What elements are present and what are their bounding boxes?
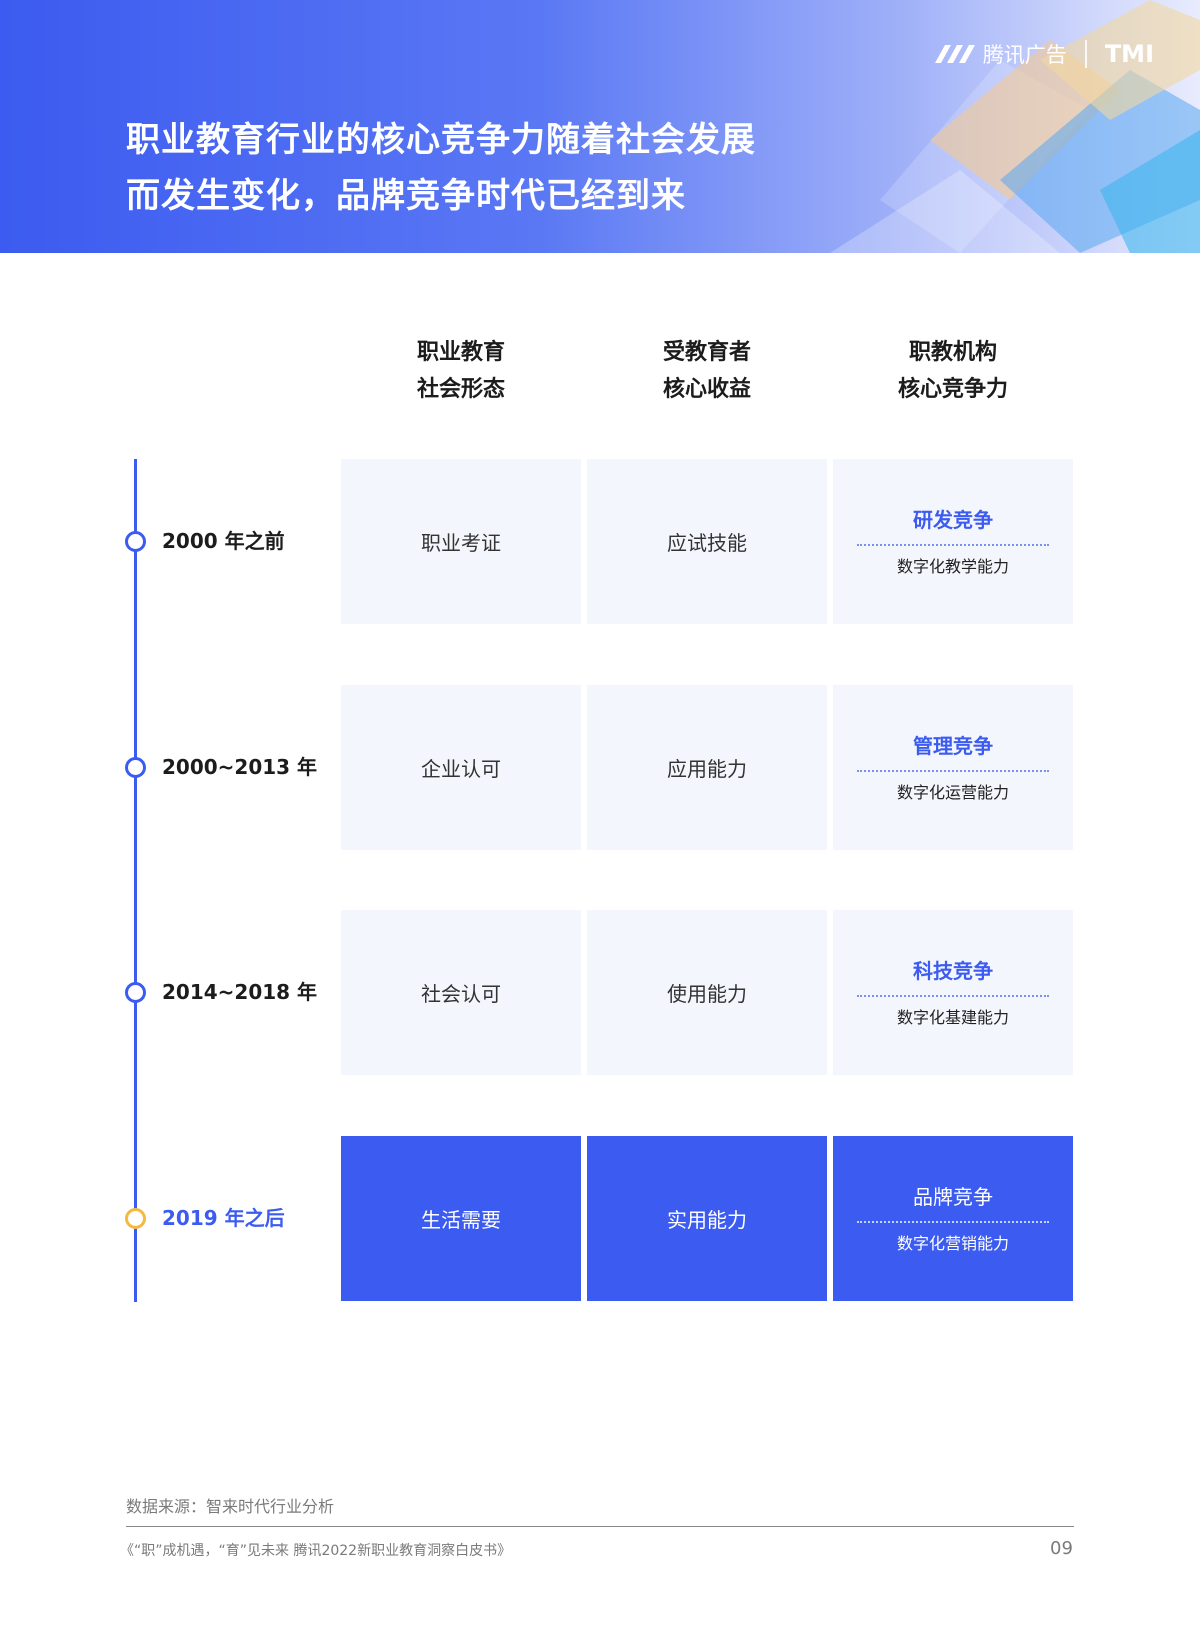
competition-title: 管理竞争 xyxy=(913,733,993,758)
competition-title: 品牌竞争 xyxy=(913,1184,993,1209)
cell-social-form: 社会认可 xyxy=(341,910,581,1075)
tencent-ads-icon xyxy=(934,45,975,63)
cell-benefit: 使用能力 xyxy=(587,910,827,1075)
cell-benefit: 应试技能 xyxy=(587,459,827,624)
banner-decoration xyxy=(830,0,1200,253)
timeline-period-label: 2000 年之前 xyxy=(162,529,285,553)
competition-title: 研发竞争 xyxy=(913,507,993,532)
column-header-social-form: 职业教育 社会形态 xyxy=(341,334,581,408)
page-title-line2: 而发生变化，品牌竞争时代已经到来 xyxy=(126,176,686,216)
cell-competitiveness: 管理竞争 数字化运营能力 xyxy=(833,685,1073,850)
cell-text: 应试技能 xyxy=(667,531,747,555)
cell-text: 企业认可 xyxy=(421,757,501,781)
header-banner: 腾讯广告 TMI 职业教育行业的核心竞争力随着社会发展 而发生变化，品牌竞争时代… xyxy=(0,0,1200,253)
dotted-divider xyxy=(857,1220,1049,1223)
column-header-line1: 职业教育 xyxy=(416,340,505,365)
cell-benefit: 应用能力 xyxy=(587,685,827,850)
column-header-line1: 受教育者 xyxy=(662,340,751,365)
capability-subtitle: 数字化营销能力 xyxy=(896,1233,1009,1253)
dotted-divider xyxy=(857,769,1049,772)
timeline-period-label-current: 2019 年之后 xyxy=(162,1206,285,1230)
timeline-line xyxy=(134,459,137,1302)
timeline-dot xyxy=(125,531,146,552)
capability-subtitle: 数字化教学能力 xyxy=(896,556,1009,576)
column-header-benefit: 受教育者 核心收益 xyxy=(587,334,827,408)
tmi-logo-label: TMI xyxy=(1104,40,1154,68)
cell-competitiveness: 研发竞争 数字化教学能力 xyxy=(833,459,1073,624)
tencent-ads-logo: 腾讯广告 xyxy=(934,39,1067,69)
cell-benefit-current: 实用能力 xyxy=(587,1136,827,1301)
cell-text: 实用能力 xyxy=(667,1208,747,1232)
timeline-dot xyxy=(125,757,146,778)
footer-book-title: 《“职”成机遇，“育”见未来 腾讯2022新职业教育洞察白皮书》 xyxy=(120,1543,512,1559)
cell-text: 社会认可 xyxy=(421,982,501,1006)
data-source-note: 数据来源：智来时代行业分析 xyxy=(126,1497,335,1516)
cell-text: 应用能力 xyxy=(667,757,747,781)
timeline-period-label: 2000~2013 年 xyxy=(162,755,318,779)
cell-text: 使用能力 xyxy=(667,982,747,1006)
tmi-logo: TMI xyxy=(1105,40,1154,68)
column-header-competitiveness: 职教机构 核心竞争力 xyxy=(833,334,1073,408)
cell-competitiveness-current: 品牌竞争 数字化营销能力 xyxy=(833,1136,1073,1301)
cell-text: 职业考证 xyxy=(421,531,501,555)
competition-title: 科技竞争 xyxy=(913,958,993,983)
timeline-dot-current xyxy=(125,1208,146,1229)
column-header-line2: 核心竞争力 xyxy=(897,377,1008,402)
cell-social-form: 企业认可 xyxy=(341,685,581,850)
capability-subtitle: 数字化运营能力 xyxy=(896,782,1009,802)
column-header-line2: 核心收益 xyxy=(662,377,751,402)
page-title-line1: 职业教育行业的核心竞争力随着社会发展 xyxy=(126,120,756,160)
timeline-period-label: 2014~2018 年 xyxy=(162,980,318,1004)
capability-subtitle: 数字化基建能力 xyxy=(896,1007,1009,1027)
dotted-divider xyxy=(857,543,1049,546)
logo-separator xyxy=(1084,40,1087,68)
cell-social-form: 职业考证 xyxy=(341,459,581,624)
page-number: 09 xyxy=(1050,1538,1073,1559)
cell-social-form-current: 生活需要 xyxy=(341,1136,581,1301)
column-header-line2: 社会形态 xyxy=(416,377,505,402)
cell-competitiveness: 科技竞争 数字化基建能力 xyxy=(833,910,1073,1075)
brand-logos: 腾讯广告 TMI xyxy=(934,36,1154,72)
page-title: 职业教育行业的核心竞争力随着社会发展 而发生变化，品牌竞争时代已经到来 xyxy=(126,112,846,224)
footer-divider xyxy=(126,1526,1074,1527)
tencent-ads-label: 腾讯广告 xyxy=(982,43,1067,67)
dotted-divider xyxy=(857,994,1049,997)
column-header-line1: 职教机构 xyxy=(908,340,997,365)
timeline-dot xyxy=(125,982,146,1003)
cell-text: 生活需要 xyxy=(421,1208,501,1232)
